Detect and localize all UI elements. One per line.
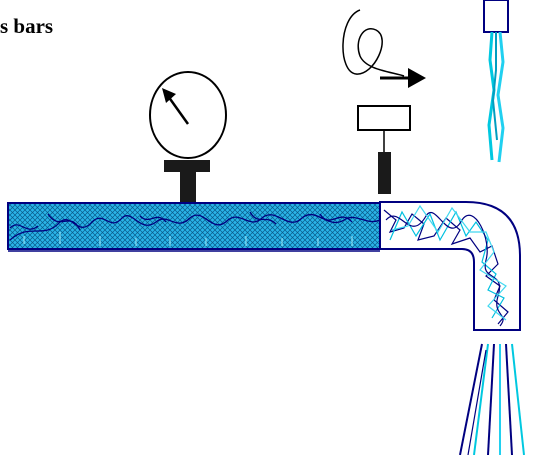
pressure-gauge-icon [149, 71, 227, 202]
caption-text: s bars [0, 14, 54, 38]
turbulent-flow-lines [383, 204, 509, 327]
chart-recorder-icon [342, 9, 426, 194]
horizontal-pipe [7, 202, 381, 252]
inlet-pipe [483, 0, 509, 33]
inlet-water-stream [487, 31, 505, 163]
pipe-dye-streaks [23, 232, 353, 246]
laminar-flow-lines [9, 211, 381, 241]
outlet-spray [459, 343, 525, 455]
